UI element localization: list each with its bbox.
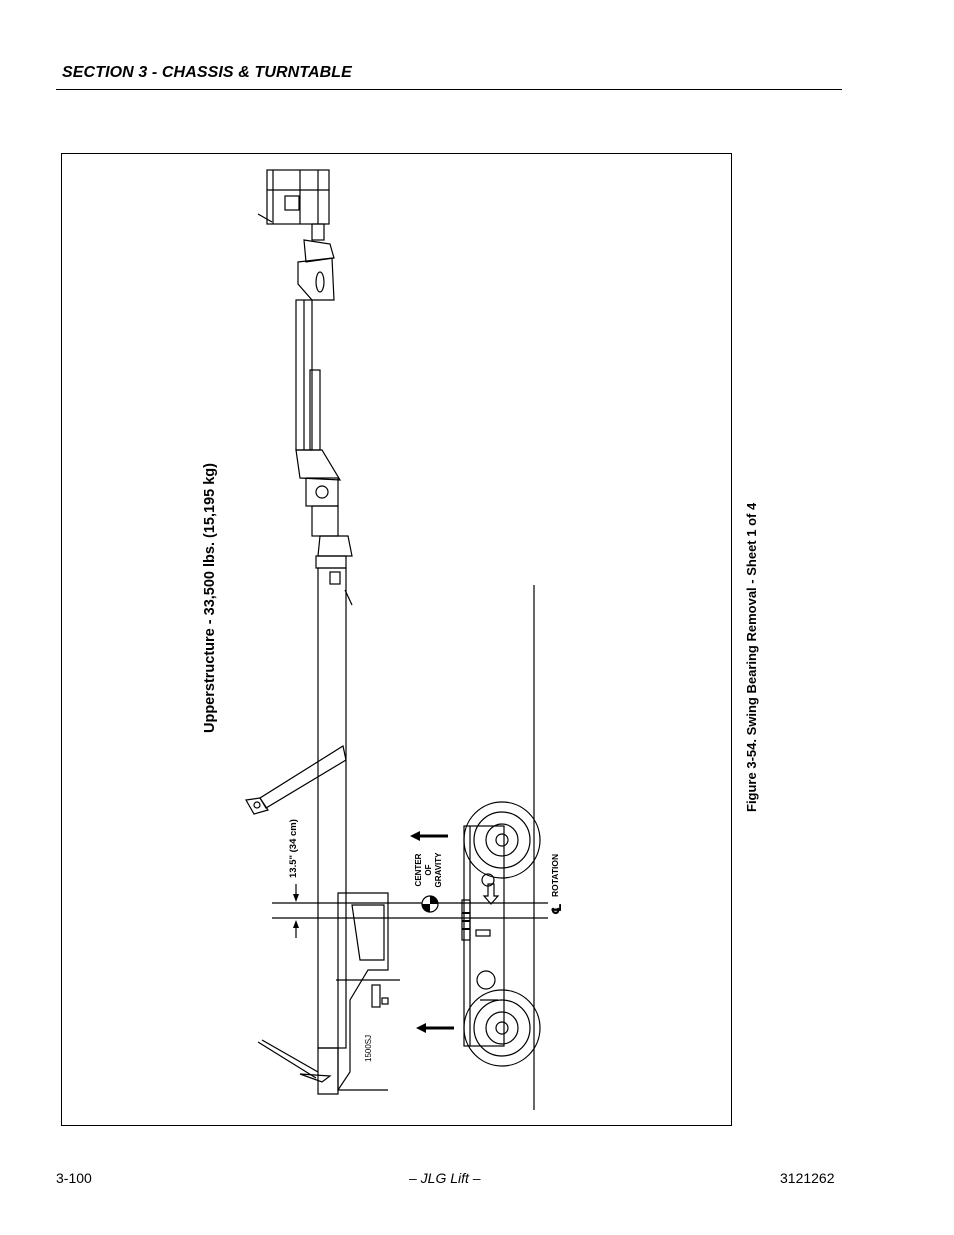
upperstructure-weight-label: Upperstructure - 33,500 lbs. (15,195 kg)	[202, 463, 218, 733]
chassis	[461, 825, 505, 1047]
cg-arrow-lower	[416, 1023, 454, 1033]
model-label: 1500SJ	[364, 1034, 373, 1062]
dimension-label: 13.5" (34 cm)	[288, 819, 299, 878]
rotation-label: ROTATION	[550, 853, 560, 897]
angled-arm	[245, 745, 347, 815]
section-title: SECTION 3 - CHASSIS & TURNTABLE	[62, 64, 352, 81]
centerline-symbol: ℄	[549, 903, 564, 915]
header-rule	[56, 89, 842, 90]
figure-caption: Figure 3-54. Swing Bearing Removal - She…	[744, 502, 759, 812]
document-number: 3121262	[780, 1170, 835, 1186]
page-number: 3-100	[56, 1170, 92, 1186]
center-of-gravity-label: CENTER OF GRAVITY	[414, 852, 444, 888]
boom-knuckle	[305, 477, 353, 557]
boom-rear-end	[257, 1039, 332, 1083]
rear-wheel	[463, 989, 541, 1067]
figure-frame	[61, 153, 732, 1126]
cg-symbol	[421, 895, 439, 913]
front-wheel	[463, 801, 541, 879]
cg-arrow-upper	[410, 831, 448, 841]
turntable	[317, 892, 400, 1095]
cog-word-3: GRAVITY	[434, 852, 443, 888]
cog-word-2: OF	[424, 864, 433, 876]
main-boom	[315, 555, 353, 1049]
jib-assembly	[297, 223, 335, 301]
cog-word-1: CENTER	[414, 853, 423, 887]
platform-basket	[257, 169, 330, 225]
publisher-footer: – JLG Lift –	[409, 1170, 481, 1186]
fly-boom	[295, 299, 342, 481]
